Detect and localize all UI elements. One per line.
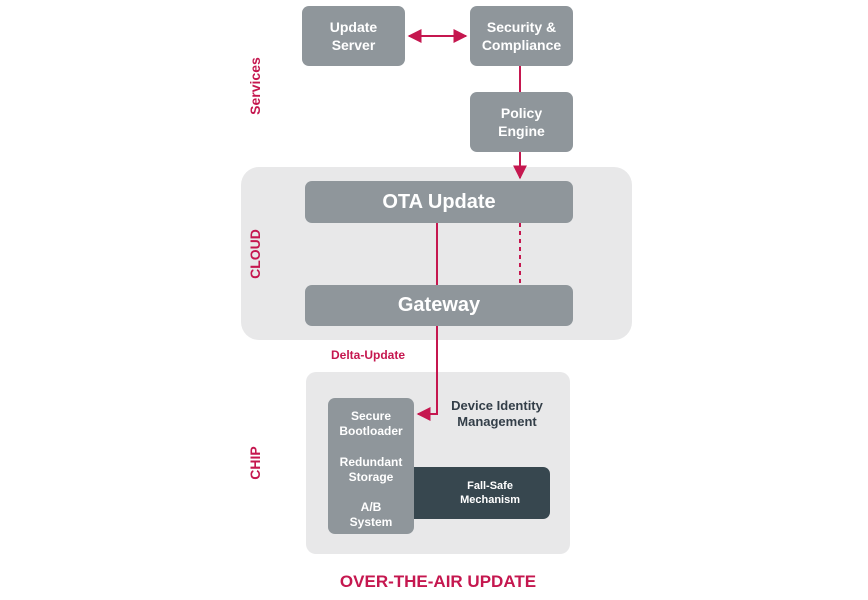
ab-system-label: A/B System — [349, 500, 393, 529]
security-compliance-label: Security & Compliance — [481, 19, 562, 53]
ota-update-label: OTA Update — [382, 190, 496, 213]
redundant-storage-label: Redundant Storage — [339, 455, 403, 484]
security-compliance-node: Security & Compliance — [470, 6, 573, 66]
ota-update-node: OTA Update — [305, 181, 573, 223]
policy-engine-label: Policy Engine — [498, 105, 545, 139]
device-identity-label: Device Identity Management — [451, 398, 543, 429]
diagram-title: OVER-THE-AIR UPDATE — [339, 572, 537, 591]
secure-bootloader-label: Secure Bootloader — [339, 409, 403, 438]
update-server-label: Update Server — [329, 19, 378, 53]
gateway-label: Gateway — [397, 294, 481, 316]
update-server-node: Update Server — [302, 6, 405, 66]
services-side-label: Services — [247, 57, 263, 115]
delta-update-label: Delta-Update — [331, 348, 406, 362]
delta-update-arrow — [416, 326, 438, 421]
cloud-side-label: CLOUD — [247, 229, 263, 279]
gateway-node: Gateway — [305, 285, 573, 326]
fall-safe-label: Fall-Safe Mechanism — [460, 480, 520, 506]
chip-stack-node — [328, 398, 414, 534]
policy-engine-node: Policy Engine — [470, 92, 573, 152]
chip-side-label: CHIP — [247, 446, 263, 480]
